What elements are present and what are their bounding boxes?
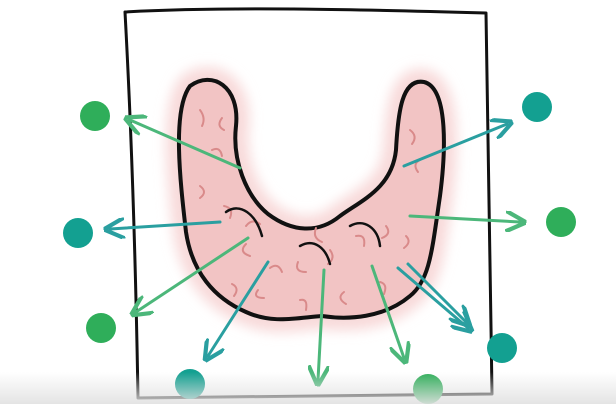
teal-hormone-dot [487,333,517,363]
green-hormone-dot [546,207,576,237]
teal-hormone-dot [63,218,93,248]
teal-hormone-dot [522,92,552,122]
green-hormone-dot [80,101,110,131]
green-hormone-dot [86,313,116,343]
teal-hormone-dot [175,369,205,399]
green-hormone-dot [413,374,443,404]
